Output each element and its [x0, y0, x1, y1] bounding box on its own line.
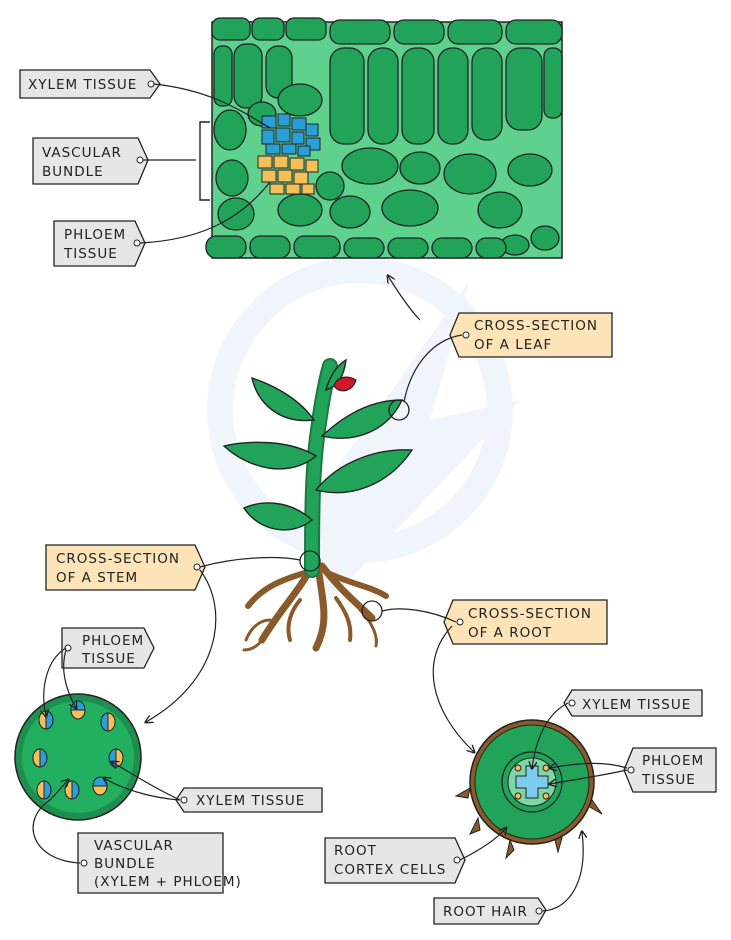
label-leaf-bundle-1: VASCULAR: [42, 145, 122, 161]
root-cross-section: [454, 719, 603, 860]
label-root-hair: ROOT HAIR: [443, 904, 528, 920]
label-stem-phloem-2: TISSUE: [81, 651, 136, 667]
label-stem-bundle-1: VASCULAR: [94, 838, 174, 854]
label-root-section-1: CROSS-SECTION: [468, 606, 592, 622]
label-root-phloem-1: PHLOEM: [642, 753, 704, 769]
label-leaf-phloem-2: TISSUE: [63, 246, 118, 262]
label-stem-xylem: XYLEM TISSUE: [196, 793, 305, 809]
tag-cross-section-stem: CROSS-SECTION OF A STEM: [45, 544, 301, 722]
label-stem-section-1: CROSS-SECTION: [56, 551, 180, 567]
tag-root-cortex: ROOT CORTEX CELLS: [324, 828, 506, 884]
tag-stem-phloem: PHLOEM TISSUE: [44, 627, 155, 716]
tag-root-phloem: PHLOEM TISSUE: [550, 747, 717, 793]
watermark-logo: [207, 257, 520, 600]
label-root-phloem-2: TISSUE: [641, 772, 696, 788]
plant-leaves: [222, 358, 414, 531]
label-stem-bundle-2: BUNDLE: [94, 856, 156, 872]
marker-leaf-section: [388, 399, 410, 421]
label-root-cortex-1: ROOT: [334, 843, 377, 859]
leaf-phloem-cells: [257, 155, 319, 195]
tag-root-xylem: XYLEM TISSUE: [532, 689, 703, 768]
marker-stem-section: [299, 550, 321, 572]
label-leaf-xylem: XYLEM TISSUE: [28, 77, 137, 93]
tag-root-hair: ROOT HAIR: [433, 832, 583, 925]
root-xylem-cross: [515, 765, 549, 799]
label-stem-section-2: OF A STEM: [56, 570, 138, 586]
label-leaf-phloem-1: PHLOEM: [64, 227, 126, 243]
plant-roots: [242, 562, 389, 652]
stem-cross-section: [14, 693, 142, 821]
label-root-section-2: OF A ROOT: [468, 625, 552, 641]
label-root-xylem: XYLEM TISSUE: [582, 697, 691, 713]
tag-stem-vascular-bundle: VASCULAR BUNDLE (XYLEM + PHLOEM): [32, 780, 242, 894]
tag-leaf-xylem: XYLEM TISSUE: [19, 69, 271, 129]
label-stem-phloem-1: PHLOEM: [82, 633, 144, 649]
tag-cross-section-root: CROSS-SECTION OF A ROOT: [381, 599, 608, 752]
tag-stem-xylem: XYLEM TISSUE: [104, 762, 323, 813]
label-stem-bundle-3: (XYLEM + PHLOEM): [94, 874, 242, 890]
tag-leaf-vascular-bundle: VASCULAR BUNDLE: [32, 121, 210, 201]
leaf-cross-section: [205, 17, 563, 259]
label-leaf-section-2: OF A LEAF: [474, 337, 552, 353]
tag-leaf-phloem: PHLOEM TISSUE: [53, 181, 271, 267]
tag-cross-section-leaf: CROSS-SECTION OF A LEAF: [388, 276, 613, 403]
flower-bud: [333, 376, 357, 392]
label-leaf-bundle-2: BUNDLE: [42, 164, 104, 180]
leaf-xylem-cells: [261, 113, 321, 157]
plant-drawing: [222, 358, 414, 652]
label-root-cortex-2: CORTEX CELLS: [334, 862, 446, 878]
label-leaf-section-1: CROSS-SECTION: [474, 318, 598, 334]
